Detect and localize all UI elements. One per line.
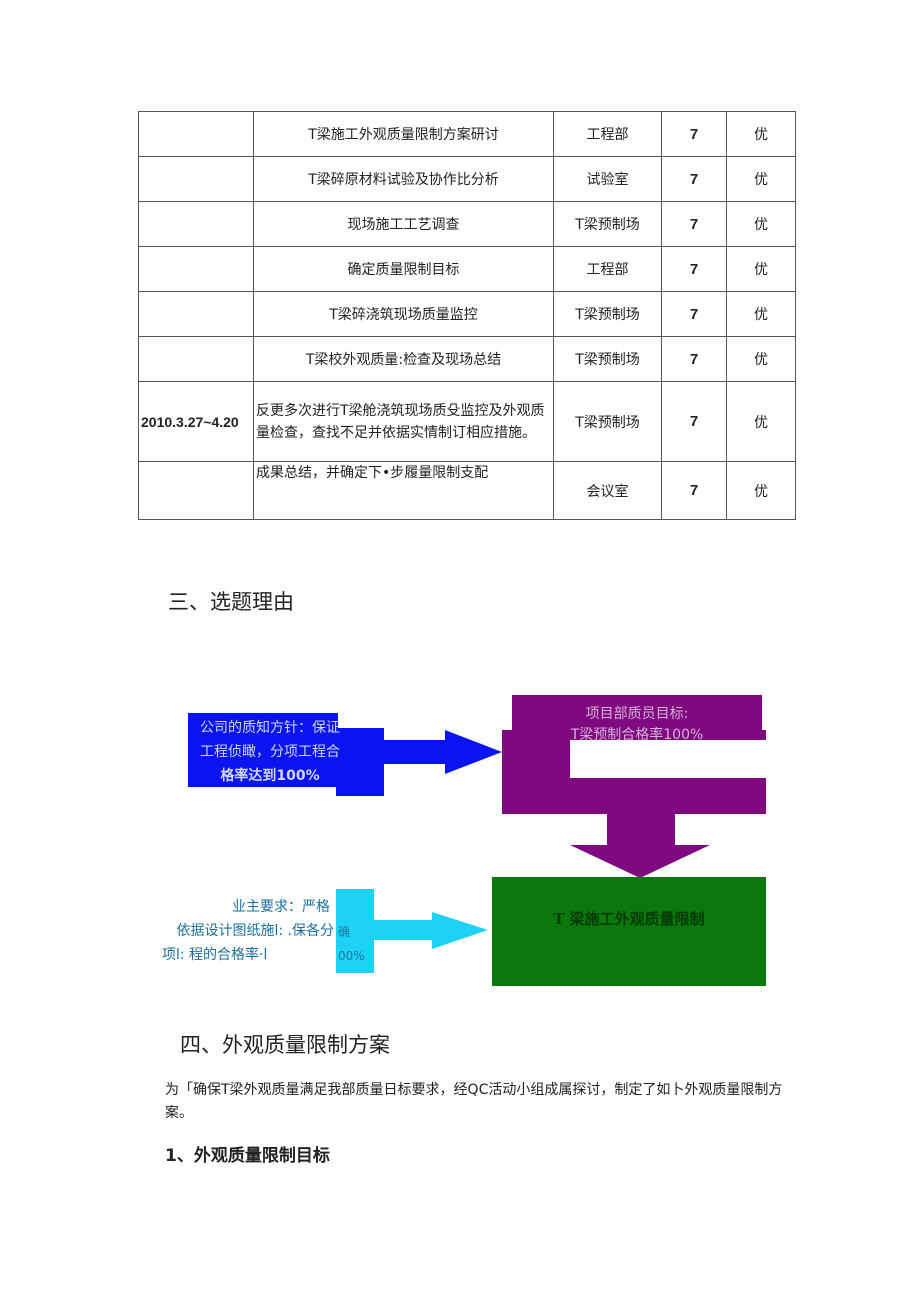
cell-task: T梁施工外观质量限制方案研讨 (253, 111, 554, 157)
owner-box-line-1: 确 (338, 925, 351, 939)
result-text: T 梁施工外观质量限制 (553, 910, 705, 928)
owner-line-3: 项l: 程的合格率·l (162, 947, 268, 963)
section-3-heading: 三、选题理由 (168, 590, 294, 614)
cell-people: 7 (661, 246, 727, 292)
project-line-1: 项目部质员目标: (585, 706, 689, 722)
cell-grade: 优 (726, 291, 796, 337)
cell-date (138, 246, 254, 292)
cell-task: 成果总结，并确定下•步履量限制支配 (253, 461, 554, 520)
cell-place: 会议室 (553, 461, 662, 520)
company-line-2: 工程侦瞰，分项工程合 (200, 744, 340, 760)
company-policy-text: 公司的质知方针：保证 工程侦瞰，分项工程合 格率达到100% (190, 716, 350, 788)
cell-place: T梁预制场 (553, 381, 662, 462)
subsection-1-heading: 1、外观质量限制目标 (165, 1146, 330, 1166)
cell-people: 7 (661, 461, 727, 520)
project-goal-text: 项目部质员目标: T梁预制合格率100% (512, 704, 762, 740)
purple-down-arrow-icon (570, 812, 710, 878)
blue-arrow-icon (380, 730, 502, 774)
cell-task: T梁碎原材料试验及协作比分析 (253, 156, 554, 202)
cell-task: T梁校外观质量:检查及现场总结 (253, 336, 554, 382)
cell-task: 确定质量限制目标 (253, 246, 554, 292)
cell-people: 7 (661, 201, 727, 247)
cell-people: 7 (661, 111, 727, 157)
result-box (492, 877, 766, 986)
cell-date (138, 156, 254, 202)
cell-place: 工程部 (553, 111, 662, 157)
cell-task: 现场施工工艺调查 (253, 201, 554, 247)
cell-people: 7 (661, 336, 727, 382)
section-4-heading: 四、外观质量限制方案 (180, 1033, 390, 1057)
cell-task: 反更多次进行T梁舱浇筑现场质殳监控及外观质量检查，查找不足并依据实情制订相应措施… (253, 381, 554, 462)
cell-grade: 优 (726, 111, 796, 157)
cell-date (138, 291, 254, 337)
cell-date: 2010.3.27~4.20 (138, 381, 254, 462)
cell-task: T梁碎浇筑现场质量监控 (253, 291, 554, 337)
cell-grade: 优 (726, 461, 796, 520)
owner-box (336, 889, 374, 973)
section-4-paragraph: 为「确保T梁外观质量满足我部质量日标要求，经QC活动小组成属探讨，制定了如卜外观… (165, 1082, 783, 1121)
cell-place: T梁预制场 (553, 291, 662, 337)
company-line-3: 格率达到100% (220, 768, 320, 784)
cell-grade: 优 (726, 201, 796, 247)
owner-requirement-text: 业主要求：严格 依据设计图纸施l: .保各分 项l: 程的合格率·l (150, 895, 334, 967)
cell-people: 7 (661, 156, 727, 202)
cell-people: 7 (661, 381, 727, 462)
cell-grade: 优 (726, 381, 796, 462)
owner-box-text: 确 00% (338, 920, 365, 968)
owner-line-2: 依据设计图纸施l: .保各分 (176, 923, 334, 939)
white-gap (570, 740, 766, 778)
cell-place: 试验室 (553, 156, 662, 202)
cell-date (138, 461, 254, 520)
project-line-2: T梁预制合格率100% (570, 727, 704, 740)
owner-box-line-2: 00% (338, 949, 365, 963)
cell-people: 7 (661, 291, 727, 337)
cell-grade: 优 (726, 156, 796, 202)
cyan-arrow-icon (372, 912, 488, 949)
cell-date (138, 111, 254, 157)
owner-line-1: 业主要求：严格 (232, 899, 330, 915)
company-policy-box (188, 713, 338, 787)
blue-connector (336, 728, 384, 796)
cell-date (138, 201, 254, 247)
cell-grade: 优 (726, 246, 796, 292)
cell-place: T梁预制场 (553, 336, 662, 382)
cell-place: T梁预制场 (553, 201, 662, 247)
cell-place: 工程部 (553, 246, 662, 292)
company-line-1: 公司的质知方针：保证 (200, 720, 340, 736)
cell-date (138, 336, 254, 382)
cell-grade: 优 (726, 336, 796, 382)
